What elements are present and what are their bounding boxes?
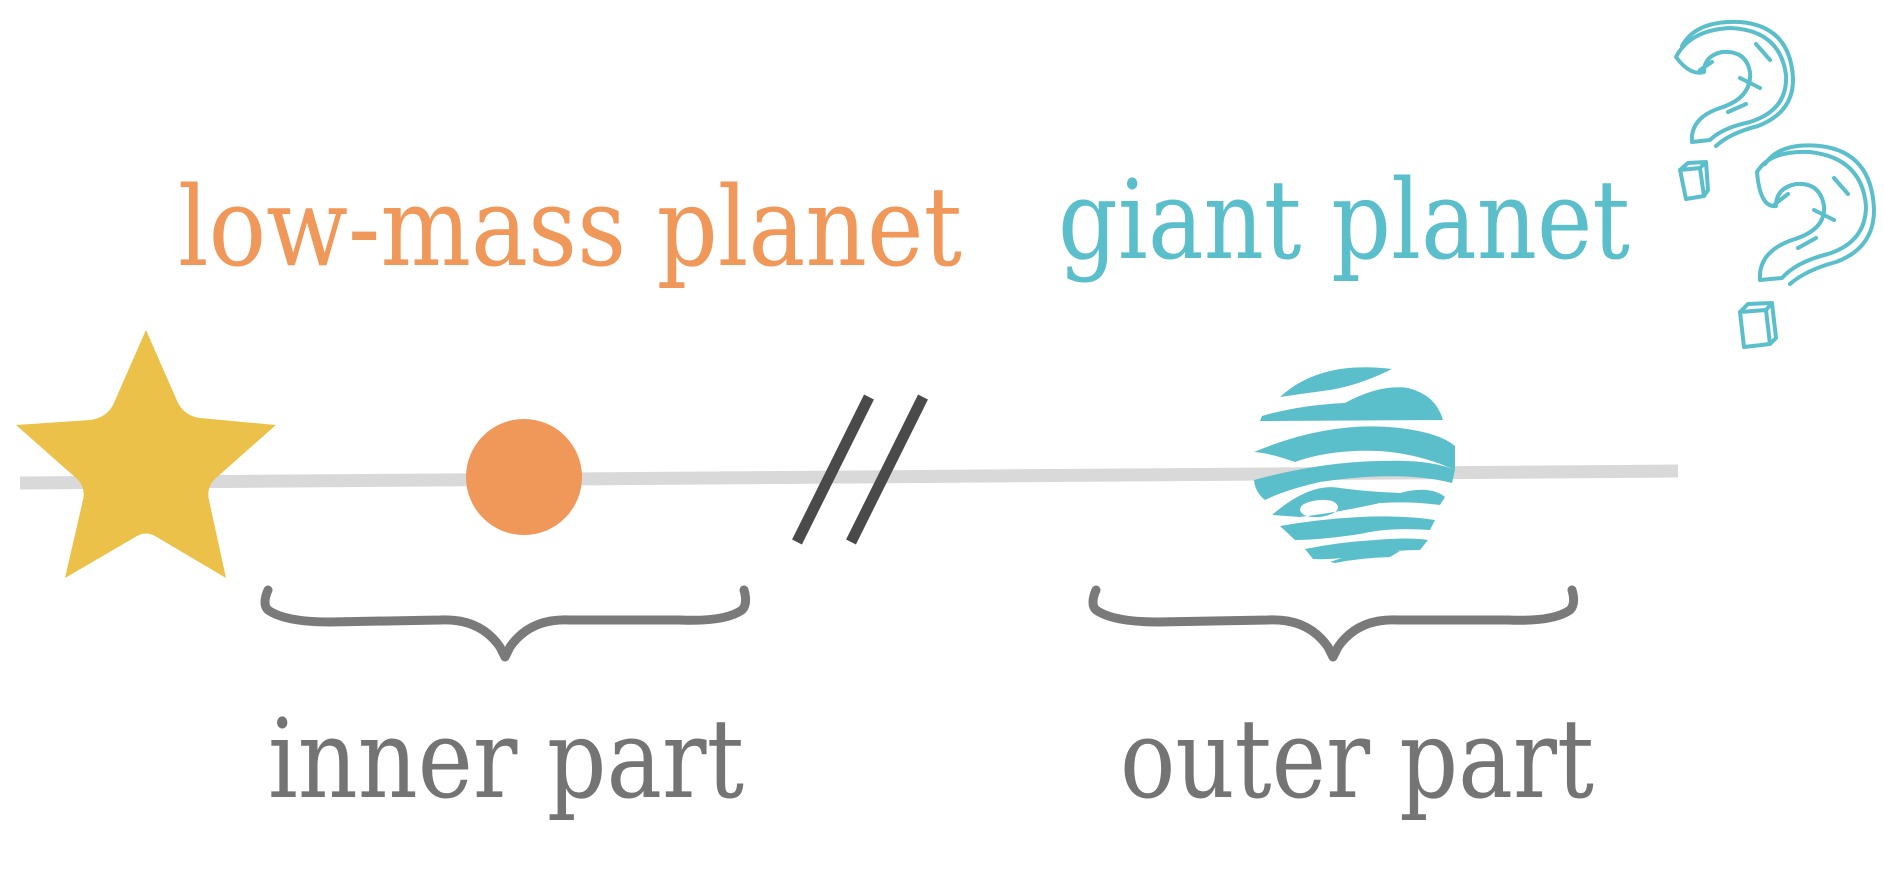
outer-part-brace — [1088, 585, 1579, 662]
axis-break-icon — [792, 394, 928, 545]
star-icon — [16, 330, 276, 578]
giant-planet-label: giant planet — [1058, 156, 1630, 284]
planet-circle-icon — [466, 419, 582, 535]
outer-part-label: outer part — [1120, 695, 1594, 823]
banded-planet-icon — [1254, 367, 1455, 563]
inner-part-label: inner part — [268, 695, 744, 823]
low-mass-planet-label: low-mass planet — [178, 163, 962, 291]
inner-part-brace — [260, 585, 751, 662]
question-mark-icon — [1674, 19, 1876, 349]
